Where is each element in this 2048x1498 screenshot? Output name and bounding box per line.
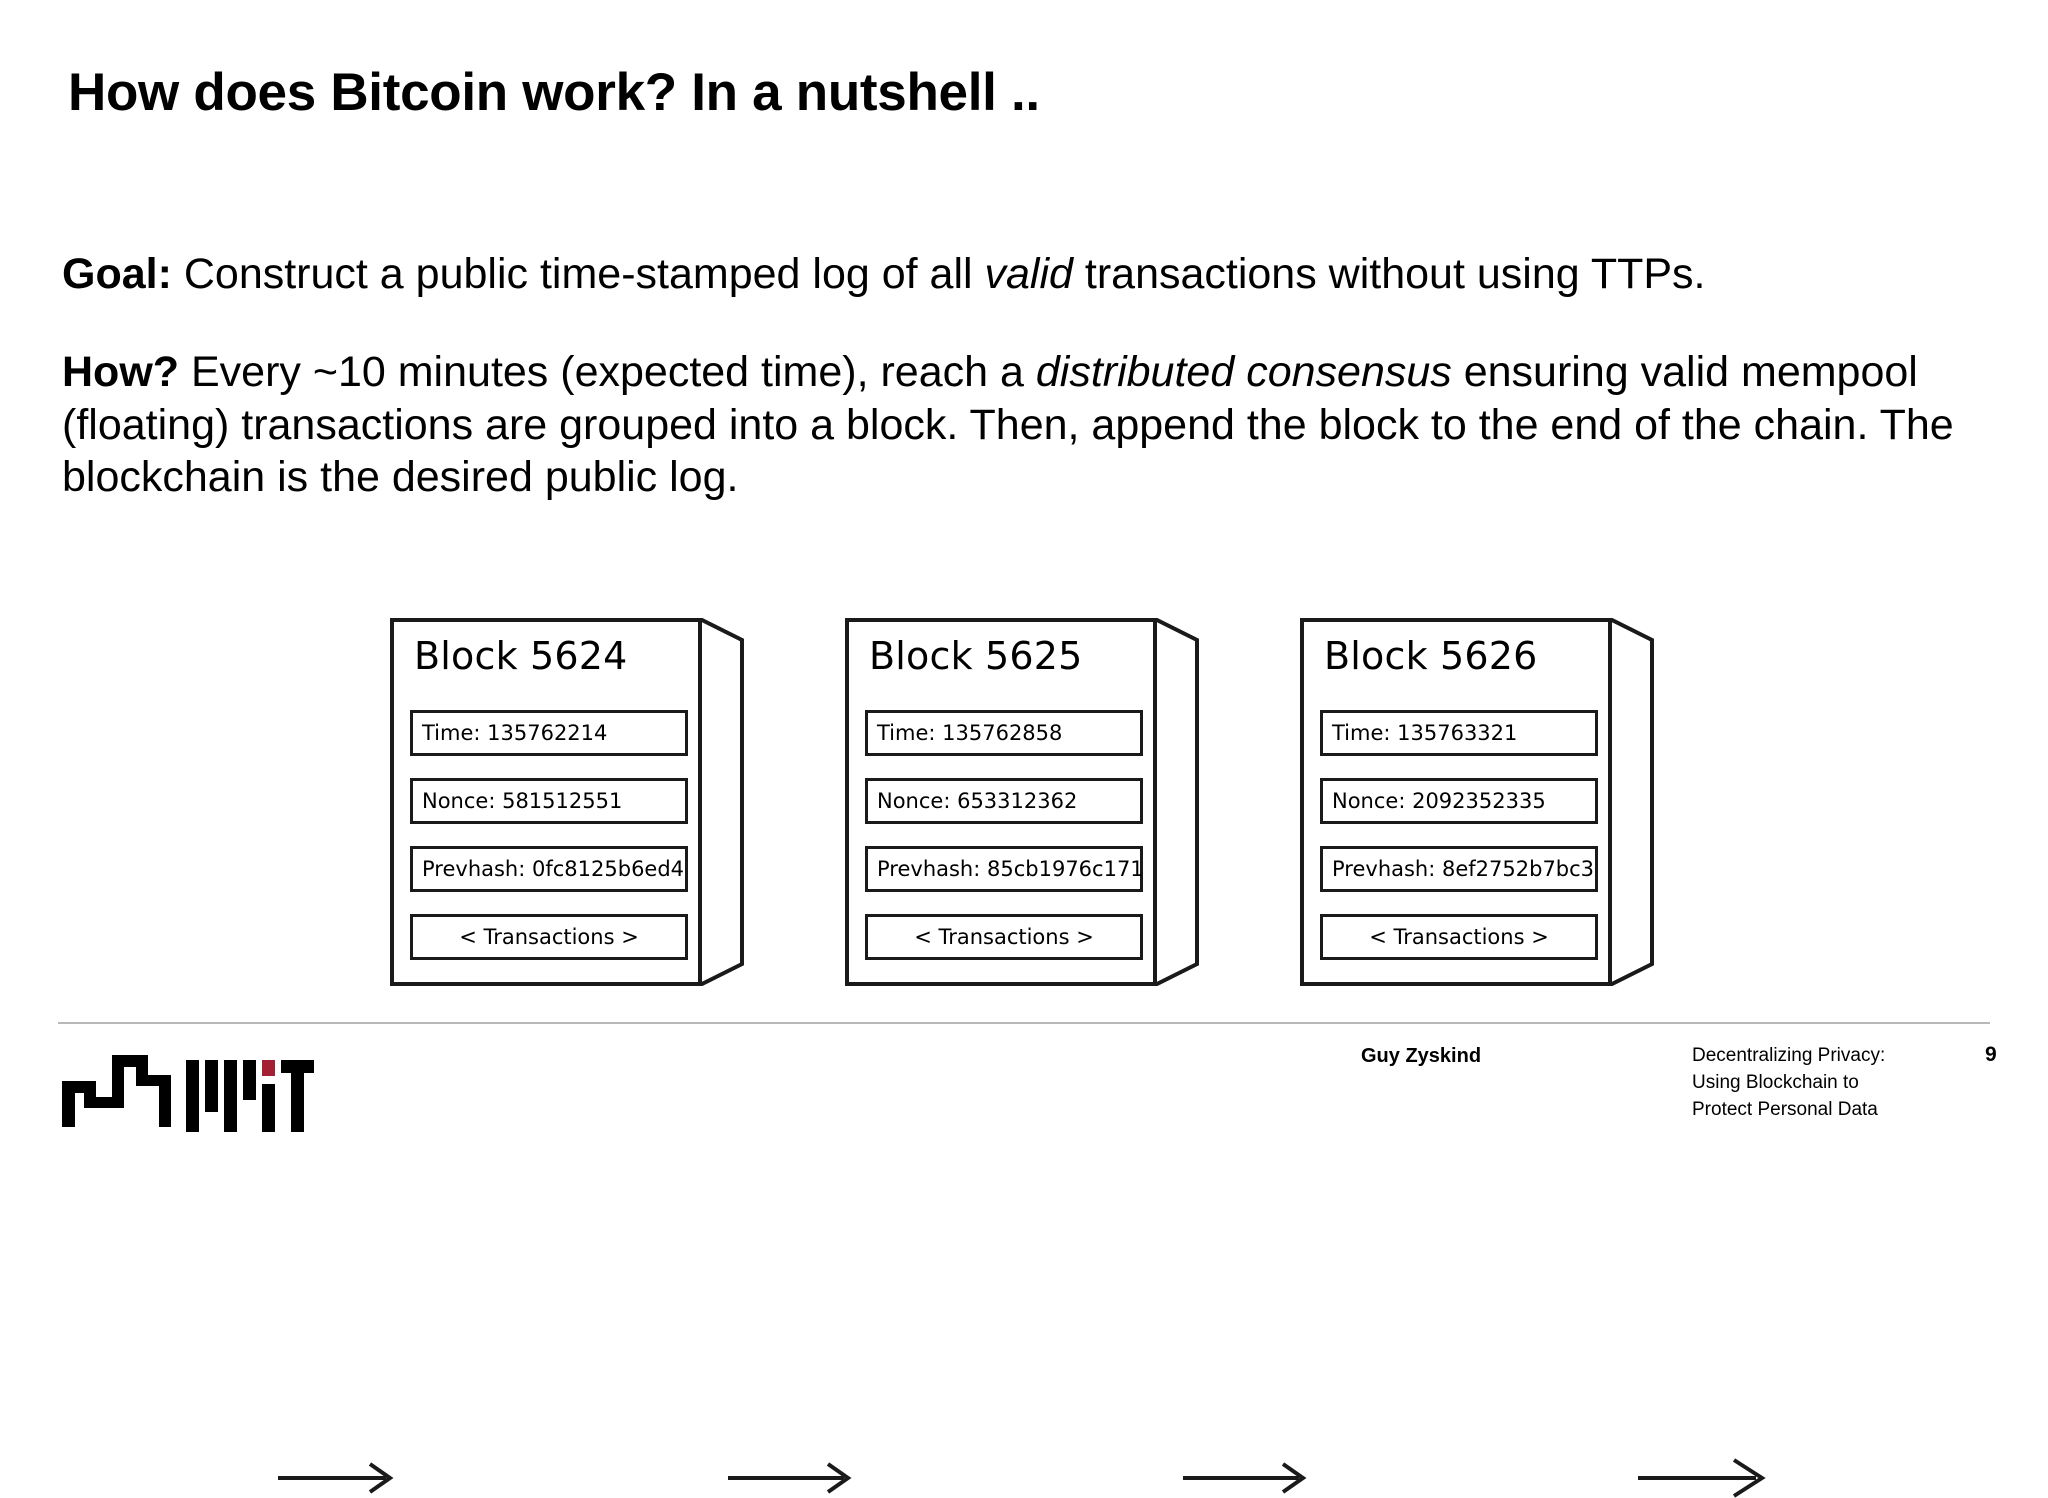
slide-body: Goal: Construct a public time-stamped lo…: [62, 248, 1992, 504]
block-fold-1-icon: [698, 618, 744, 986]
footer-deck-line-3: Protect Personal Data: [1692, 1098, 1878, 1120]
chain-arrow-incoming-icon: [278, 1462, 394, 1494]
page-number: 9: [1985, 1043, 1997, 1066]
paragraph-goal: Goal: Construct a public time-stamped lo…: [62, 248, 1992, 300]
block-field-time: Time: 135762858: [865, 710, 1143, 756]
footer-deck-line-2: Using Blockchain to: [1692, 1071, 1859, 1093]
block-title: Block 5624: [414, 634, 628, 678]
page-title: How does Bitcoin work? In a nutshell ..: [68, 63, 1040, 122]
block-field-nonce: Nonce: 2092352335: [1320, 778, 1598, 824]
footer-deck-title: Decentralizing Privacy: Using Blockchain…: [1692, 1043, 1952, 1124]
block-field-nonce: Nonce: 653312362: [865, 778, 1143, 824]
csail-bracket-logo-icon: [62, 1055, 171, 1127]
block-card[interactable]: Block 5626 Time: 135763321 Nonce: 209235…: [1300, 618, 1612, 986]
block-field-prevhash: Prevhash: 85cb1976c171: [865, 846, 1144, 892]
block-field-transactions: < Transactions >: [865, 914, 1143, 960]
chain-arrow-2-icon: [1183, 1462, 1307, 1494]
block-field-time: Time: 135763321: [1320, 710, 1598, 756]
block-field-prevhash: Prevhash: 8ef2752b7bc3: [1320, 846, 1598, 892]
block-card[interactable]: Block 5625 Time: 135762858 Nonce: 653312…: [845, 618, 1157, 986]
mit-logo-icon: [186, 1060, 314, 1132]
paragraph-how: How? Every ~10 minutes (expected time), …: [62, 346, 1992, 503]
block-field-time: Time: 135762214: [410, 710, 688, 756]
goal-text-before: Construct a public time-stamped log of a…: [171, 250, 985, 298]
footer-author: Guy Zyskind: [1361, 1045, 1482, 1067]
how-lead-label: How?: [62, 348, 180, 397]
goal-text-after: transactions without using TTPs.: [1072, 250, 1706, 298]
blockchain-diagram: Block 5624 Time: 135762214 Nonce: 581512…: [0, 608, 2048, 1498]
block-fold-3-icon: [1608, 618, 1654, 986]
chain-arrow-1-icon: [728, 1462, 852, 1494]
block-title: Block 5626: [1324, 634, 1538, 678]
block-title: Block 5625: [869, 634, 1083, 678]
block-card[interactable]: Block 5624 Time: 135762214 Nonce: 581512…: [390, 618, 702, 986]
goal-emphasis-valid: valid: [984, 250, 1073, 298]
how-text-before: Every ~10 minutes (expected time), reach…: [179, 348, 1036, 397]
block-field-nonce: Nonce: 581512551: [410, 778, 688, 824]
goal-lead-label: Goal:: [62, 250, 172, 298]
how-emphasis-distributed-consensus: distributed consensus: [1035, 348, 1452, 397]
footer-deck-line-1: Decentralizing Privacy:: [1692, 1045, 1886, 1066]
slide-canvas: How does Bitcoin work? In a nutshell .. …: [0, 63, 2048, 1498]
chain-arrow-outgoing-icon: [1638, 1458, 1766, 1498]
mit-accent-dot: [262, 1060, 275, 1076]
block-field-transactions: < Transactions >: [1320, 914, 1598, 960]
block-field-prevhash: Prevhash: 0fc8125b6ed4: [410, 846, 688, 892]
footer-divider: [58, 1022, 1990, 1024]
block-fold-2-icon: [1153, 618, 1199, 986]
block-field-transactions: < Transactions >: [410, 914, 688, 960]
how-text-after: ensuring valid mempool (floating) transa…: [62, 348, 1954, 502]
